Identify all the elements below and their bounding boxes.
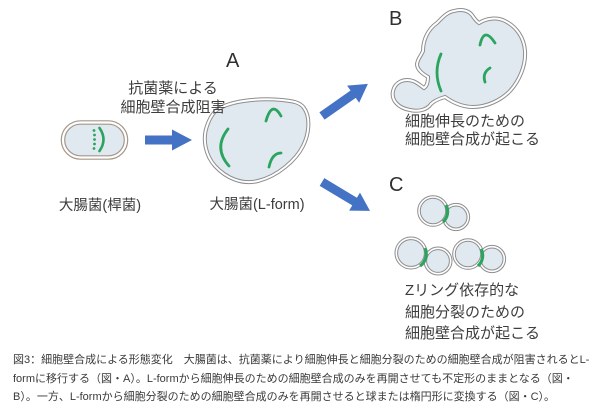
panel-b-caption-line2: 細胞壁合成が起こる	[405, 131, 541, 148]
arrow-down-right-icon	[319, 178, 371, 211]
panel-b-caption-line1: 細胞伸長のための	[405, 113, 526, 130]
panel-label-c: C	[389, 174, 404, 196]
l-form-cell	[202, 97, 311, 185]
panel-c-caption-line1: Zリング依存的な	[405, 282, 520, 299]
panel-c-caption-line2: 細胞分裂のための	[405, 303, 526, 321]
rod-cell-label: 大腸菌(桿菌)	[58, 198, 142, 214]
z-ring-septum-icon	[476, 248, 485, 268]
panel-label-b: B	[389, 8, 403, 30]
elongating-l-form-cell	[390, 8, 528, 113]
diagram-shapes	[60, 8, 528, 276]
panel-c-caption: Zリング依存的な 細胞分裂のための 細胞壁合成が起こる	[405, 280, 565, 345]
rod-cell	[60, 120, 129, 160]
arrow-right-icon	[145, 129, 192, 151]
arrow-up-right-icon	[319, 83, 368, 120]
treatment-line1: 抗菌薬による	[128, 80, 218, 97]
z-ring-septum-icon	[418, 247, 428, 268]
z-ring-septum-icon	[441, 204, 450, 224]
cell-wall-patch-icons	[219, 107, 283, 169]
dividing-cocci-pair	[452, 238, 507, 274]
division-septum-icon	[98, 126, 105, 153]
septum-dots-icon	[92, 129, 96, 150]
panel-c-caption-line3: 細胞壁合成が起こる	[405, 325, 541, 342]
panel-label-a: A	[226, 50, 240, 72]
figure-caption: 図3：細胞壁合成による形態変化 大腸菌は、抗菌薬により細胞伸長と細胞分裂のための…	[13, 354, 590, 403]
treatment-line2: 細胞壁合成阻害	[120, 99, 226, 116]
treatment-label: 抗菌薬による 細胞壁合成阻害	[103, 79, 243, 117]
dividing-cocci-pair	[417, 195, 471, 232]
l-form-cell-label: 大腸菌(L-form)	[209, 197, 305, 213]
cell-wall-patch-icons	[435, 33, 497, 93]
panel-b-caption: 細胞伸長のための 細胞壁合成が起こる	[405, 113, 565, 149]
dividing-cocci-pair	[394, 236, 453, 276]
